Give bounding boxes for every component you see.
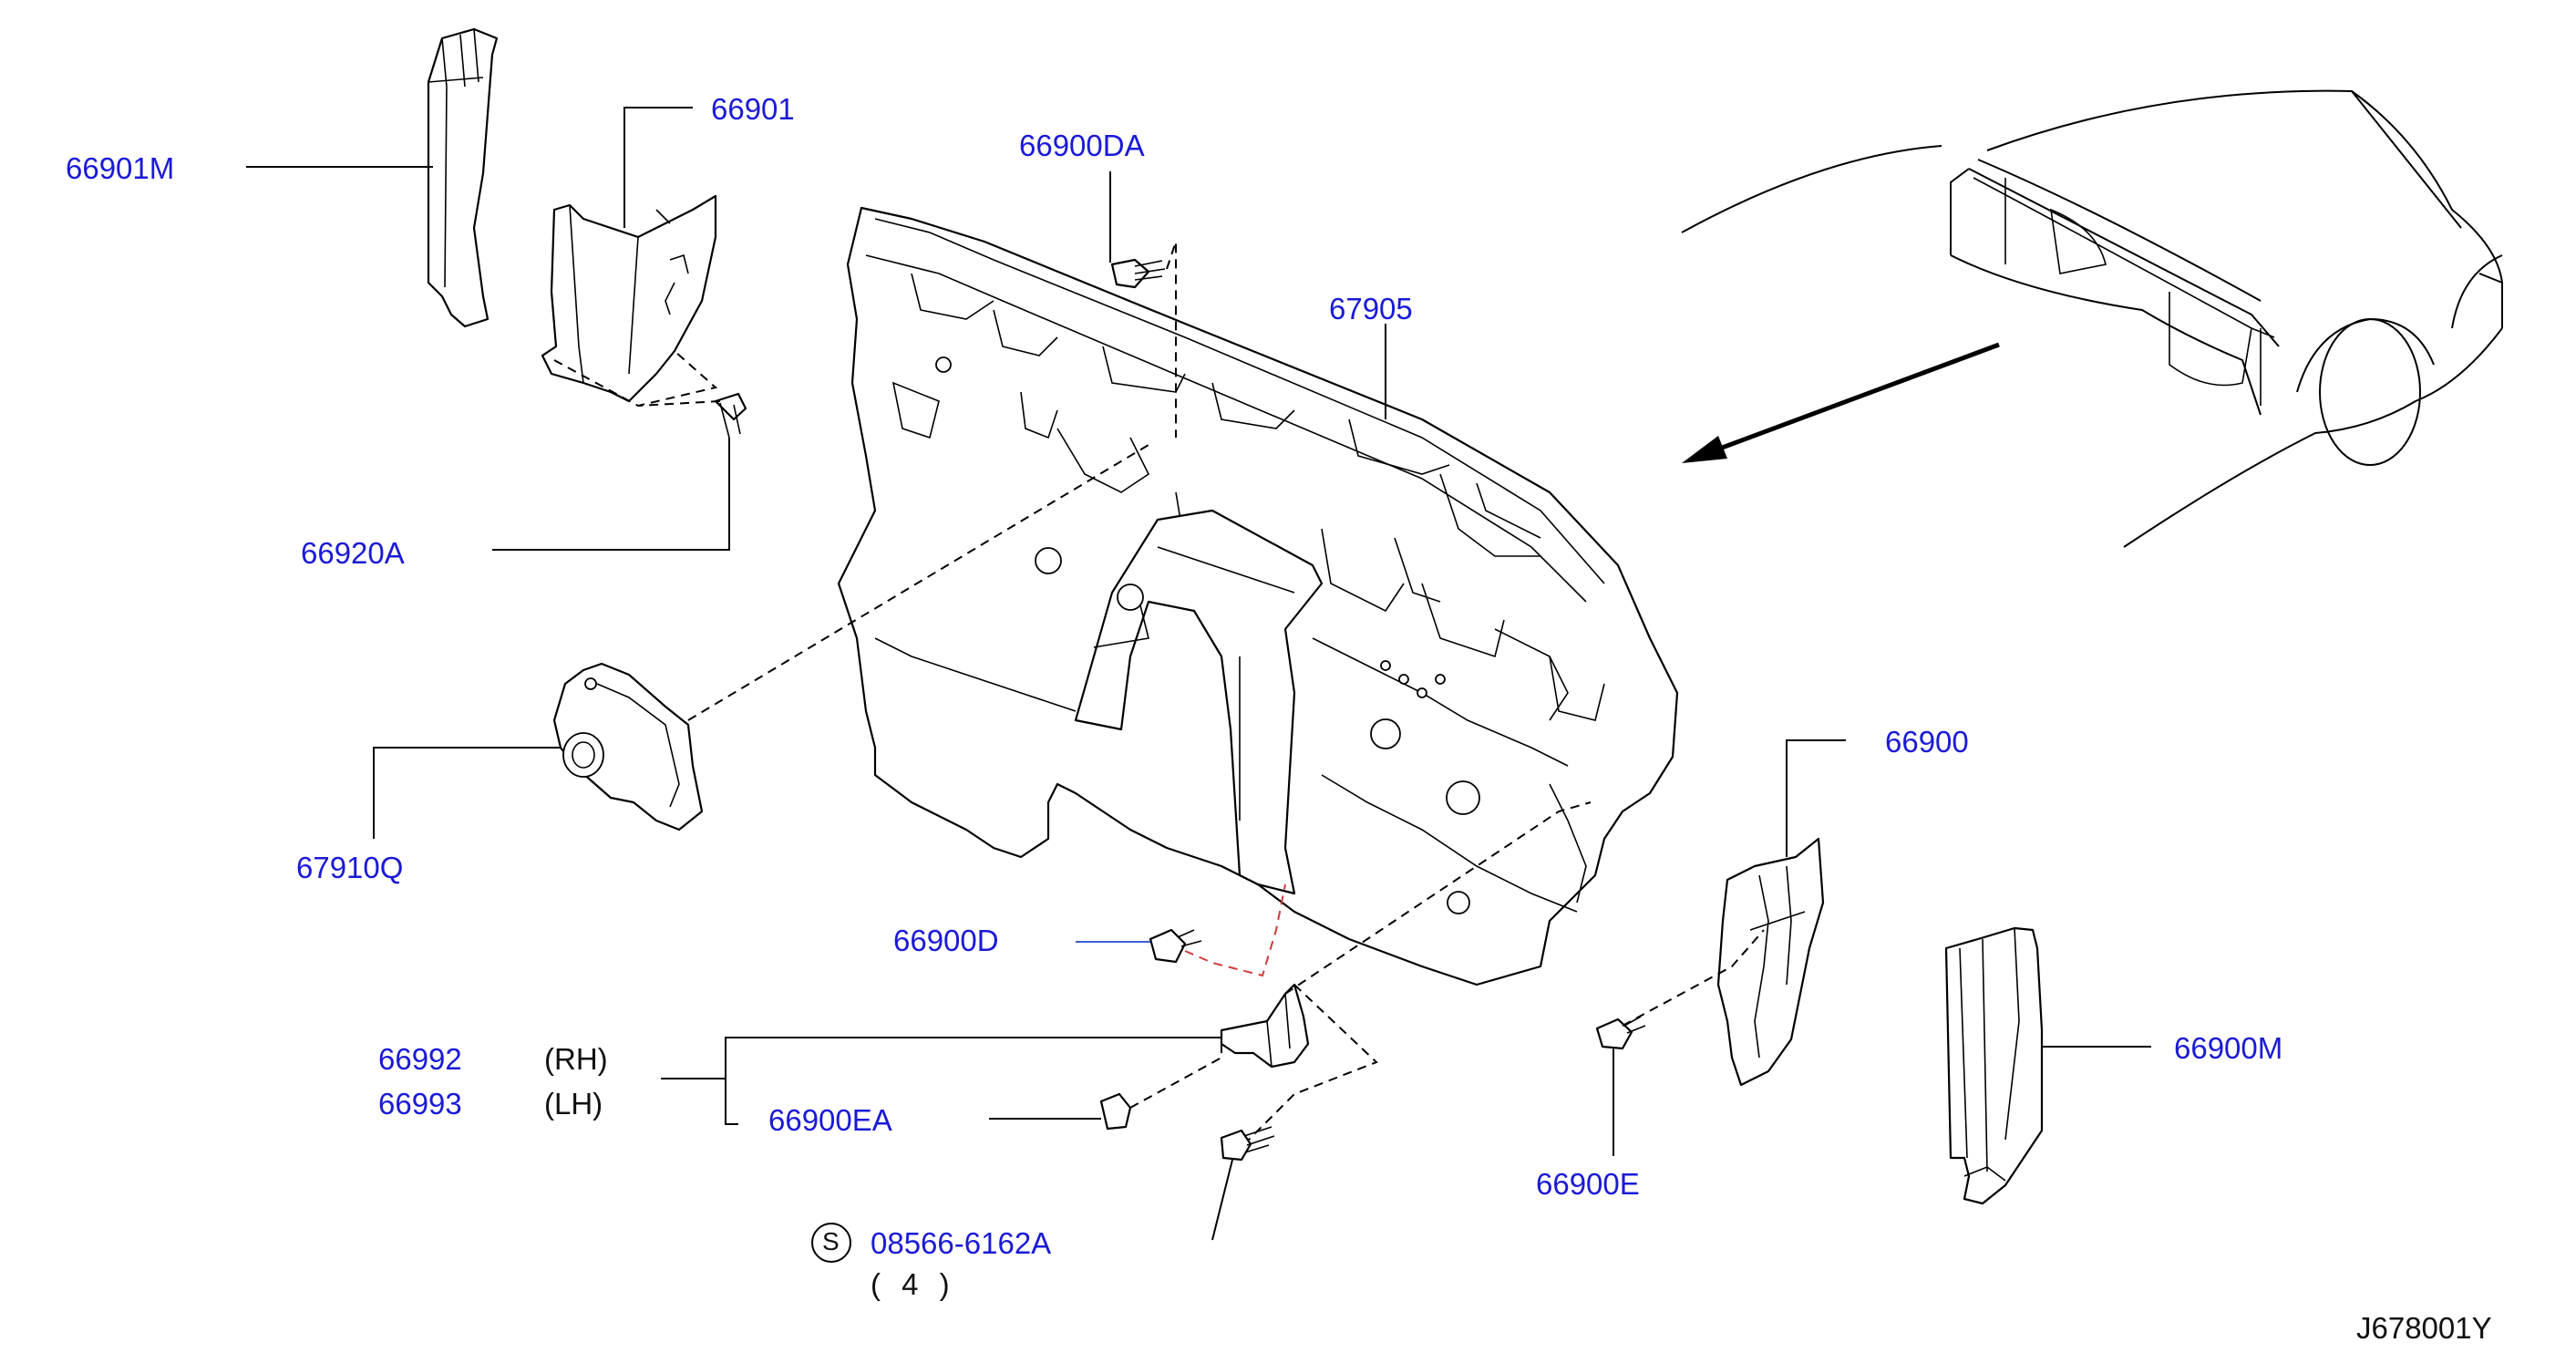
label-66993: 66993: [378, 1087, 462, 1121]
label-66920A: 66920A: [301, 536, 405, 570]
label-66900D: 66900D: [893, 924, 999, 957]
label-66901M: 66901M: [66, 151, 175, 185]
label-quantity: ( 4 ): [871, 1267, 950, 1301]
car-silhouette: [1681, 89, 2503, 548]
label-67910Q: 67910Q: [296, 851, 404, 884]
label-66992: 66992: [378, 1042, 462, 1076]
grommet-67910Q: [552, 662, 704, 831]
label-66901: 66901: [711, 92, 795, 126]
label-lh: (LH): [544, 1087, 603, 1121]
clip-66900DA: [1110, 258, 1166, 289]
label-08566-6162A: 08566-6162A: [871, 1226, 1052, 1260]
s-symbol-letter: S: [822, 1227, 840, 1255]
leader-lines: [246, 107, 2151, 1241]
label-rh: (RH): [544, 1042, 608, 1076]
part-66900-panel: [1716, 837, 1825, 1087]
clip-66900D: [1149, 928, 1202, 964]
label-66900M: 66900M: [2174, 1031, 2283, 1065]
direction-arrow: [1682, 342, 2000, 463]
bracket-66992-66993: [1220, 983, 1310, 1069]
label-66900: 66900: [1885, 725, 1969, 759]
dash-panel-67905: [837, 206, 1679, 986]
label-66900EA: 66900EA: [768, 1103, 892, 1137]
part-66901-panel: [541, 194, 717, 403]
nut-66900EA: [1099, 1092, 1132, 1131]
s-symbol-circle: [811, 1223, 851, 1263]
label-67905: 67905: [1329, 292, 1413, 325]
part-66900M-trim: [1944, 926, 2044, 1205]
label-66900E: 66900E: [1536, 1167, 1640, 1201]
clip-66900E: [1595, 1016, 1646, 1050]
screw-66920A: [714, 392, 747, 439]
diagram-code: J678001Y: [2356, 1311, 2492, 1345]
bolt-08566-6162A: [1220, 1126, 1275, 1162]
dashed-connectors: [553, 241, 1765, 1141]
label-66900DA: 66900DA: [1019, 129, 1145, 162]
part-66901M-trim: [427, 27, 499, 328]
